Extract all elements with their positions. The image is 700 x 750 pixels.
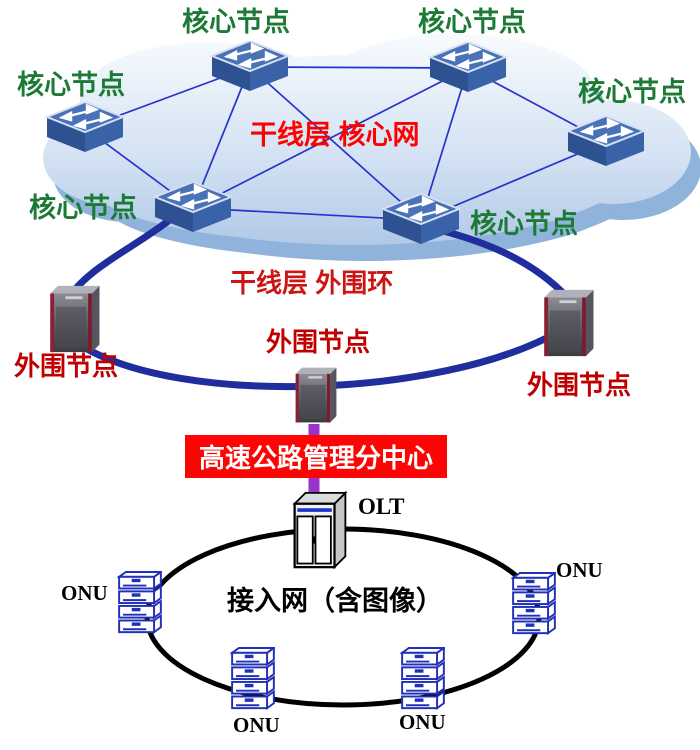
peripheral-server-icon — [295, 367, 337, 423]
peripheral-node-label: 外围节点 — [266, 327, 371, 357]
ring-layer-title: 干线层 外围环 — [230, 268, 394, 298]
mesh-link-line — [249, 66, 422, 221]
onu-label: ONU — [556, 558, 603, 582]
core-node-label: 核心节点 — [29, 193, 137, 223]
peripheral-node-label: 外围节点 — [14, 351, 119, 381]
onu-device-icon — [401, 647, 445, 710]
management-center-banner: 高速公路管理分中心 — [185, 435, 447, 478]
onu-label: ONU — [233, 713, 280, 737]
onu-device-icon — [512, 572, 556, 635]
ring-link-line — [69, 214, 176, 296]
core-node-label: 核心节点 — [470, 209, 578, 239]
olt-cabinet-icon — [293, 491, 347, 569]
olt-label: OLT — [358, 494, 405, 519]
mesh-link-line — [192, 66, 251, 209]
core-node-label: 核心节点 — [182, 7, 290, 37]
core-layer-title: 干线层 核心网 — [250, 120, 420, 150]
peripheral-node-label: 外围节点 — [527, 370, 632, 400]
onu-label: ONU — [61, 581, 108, 605]
mesh-link-line — [192, 67, 469, 209]
core-node-label: 核心节点 — [418, 7, 526, 37]
access-network-title: 接入网（含图像） — [227, 586, 443, 616]
peripheral-server-icon — [544, 289, 594, 357]
core-node-label: 核心节点 — [17, 70, 125, 100]
onu-device-icon — [118, 571, 162, 634]
peripheral-server-icon — [50, 285, 100, 353]
mesh-link-line — [420, 67, 469, 221]
core-node-label: 核心节点 — [578, 77, 686, 107]
onu-label: ONU — [399, 710, 446, 734]
onu-device-icon — [231, 647, 275, 710]
